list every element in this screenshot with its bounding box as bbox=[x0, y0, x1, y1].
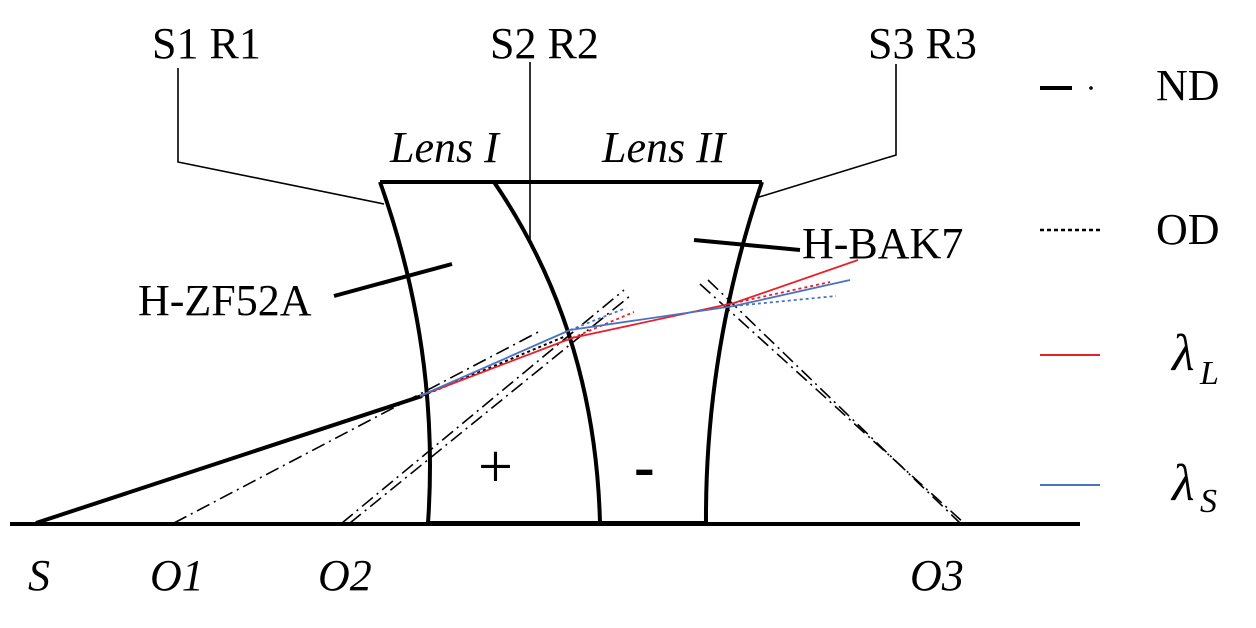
surface-s1 bbox=[378, 181, 432, 524]
surface-s3 bbox=[703, 181, 764, 524]
nd-line-o2b bbox=[349, 295, 631, 524]
lens-1-sign: + bbox=[478, 433, 513, 501]
leader-material-2 bbox=[693, 238, 801, 252]
label-s2: S2 R2 bbox=[490, 19, 599, 68]
label-point-o2: O2 bbox=[318, 551, 372, 600]
legend-lambda-l-label: λ bbox=[1170, 325, 1195, 382]
incident-ray bbox=[35, 394, 423, 525]
legend-od-label: OD bbox=[1156, 205, 1220, 254]
legend-nd-label: ND bbox=[1156, 61, 1220, 110]
legend-lambda-l: λ L bbox=[1040, 325, 1219, 392]
ray-blue-od-1 bbox=[569, 307, 627, 331]
ray-red-2 bbox=[571, 302, 735, 339]
ray-blue-od-2 bbox=[733, 295, 837, 307]
ray-blue-2 bbox=[569, 305, 735, 331]
ray-blue-1 bbox=[419, 329, 571, 397]
nd-construction-lines bbox=[173, 279, 965, 524]
legend: ND OD λ L λ S bbox=[1040, 61, 1220, 520]
label-point-o1: O1 bbox=[150, 551, 204, 600]
label-material-1: H-ZF52A bbox=[138, 276, 312, 325]
label-point-o3: O3 bbox=[910, 551, 964, 600]
legend-lambda-s-label: λ bbox=[1170, 455, 1195, 512]
legend-lambda-s-subscript: S bbox=[1200, 483, 1217, 520]
nd-line-o1 bbox=[173, 329, 543, 524]
nd-line-o3a bbox=[699, 283, 965, 524]
legend-nd: ND bbox=[1040, 61, 1220, 110]
legend-lambda-s: λ S bbox=[1040, 455, 1217, 520]
leader-s1 bbox=[177, 68, 385, 205]
ray-red-od-1 bbox=[571, 311, 635, 339]
legend-nd-swatch-dot bbox=[1089, 86, 1093, 90]
ray-blue-3 bbox=[733, 279, 851, 307]
legend-lambda-l-subscript: L bbox=[1199, 355, 1219, 392]
ray-red-3 bbox=[733, 259, 859, 304]
ray-lambda-s bbox=[419, 279, 851, 397]
label-material-2: H-BAK7 bbox=[802, 219, 963, 268]
label-s3: S3 R3 bbox=[868, 19, 977, 68]
leader-s3 bbox=[755, 64, 897, 199]
label-s1: S1 R1 bbox=[152, 19, 261, 68]
legend-od: OD bbox=[1040, 205, 1220, 254]
surface-s2 bbox=[492, 180, 602, 524]
ray-lambda-l bbox=[419, 259, 859, 397]
lens-2-sign: - bbox=[634, 433, 655, 501]
nd-line-o3b bbox=[707, 279, 961, 524]
ray-red-od-2 bbox=[733, 281, 831, 304]
label-point-s: S bbox=[28, 551, 50, 600]
label-lens-2: Lens II bbox=[601, 123, 728, 172]
leader-lines bbox=[177, 62, 897, 240]
label-lens-1: Lens I bbox=[389, 123, 501, 172]
lens-assembly bbox=[378, 180, 764, 525]
nd-line-o2a bbox=[341, 289, 625, 524]
leader-material-1 bbox=[333, 262, 453, 298]
ray-red-1 bbox=[419, 337, 573, 397]
